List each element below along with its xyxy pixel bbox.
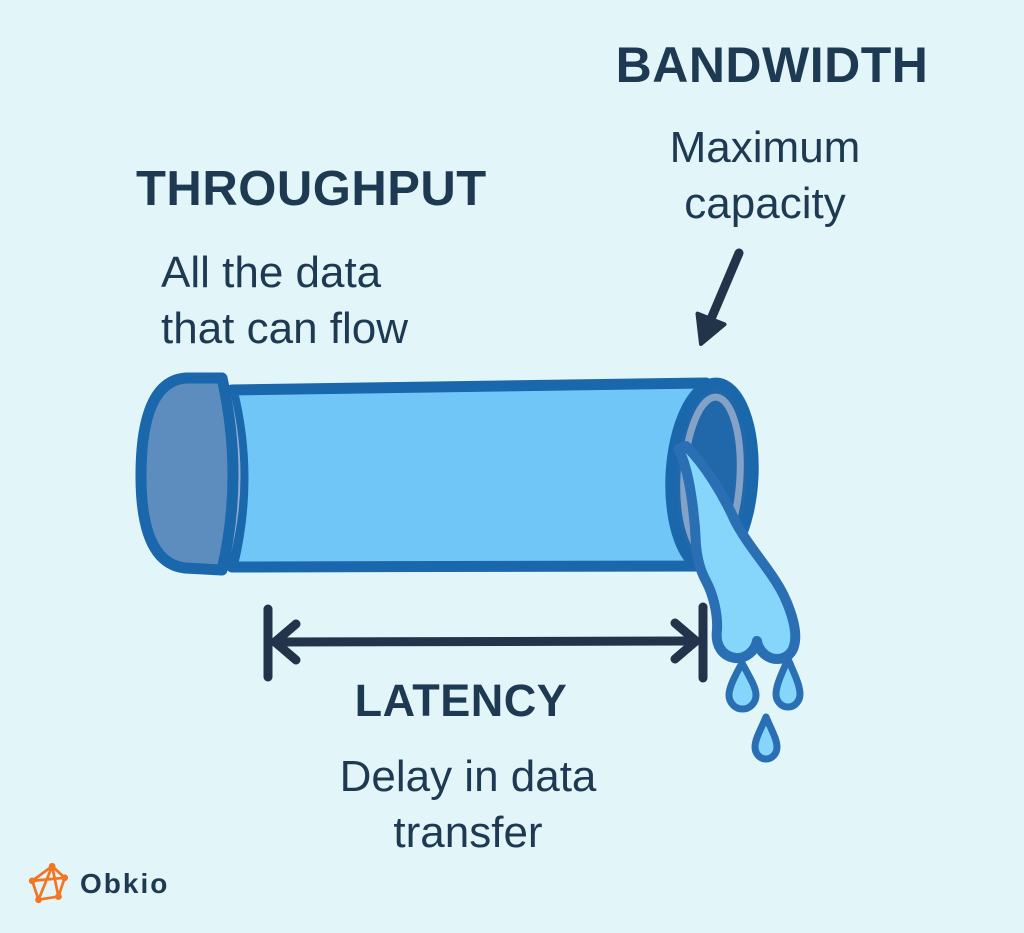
pipe-end-cap	[135, 372, 239, 576]
pipe	[135, 372, 759, 576]
water-drop-1	[725, 659, 760, 713]
network-graph-edges	[30, 864, 67, 902]
throughput-subtitle-line2: that can flow	[161, 304, 409, 353]
latency-title: LATENCY	[354, 675, 568, 726]
bandwidth-title: BANDWIDTH	[615, 37, 929, 93]
latency-right-arrowhead	[670, 618, 701, 664]
water	[673, 441, 804, 763]
latency-subtitle-line2: transfer	[393, 808, 543, 857]
bandwidth-arrow-head	[695, 311, 727, 346]
bandwidth-arrow-shaft	[706, 248, 744, 324]
network-graph-node	[28, 877, 36, 885]
network-graph-node	[48, 862, 56, 870]
network-graph-icon	[28, 862, 69, 904]
latency-shaft	[270, 636, 701, 647]
obkio-logo-text: Obkio	[80, 868, 170, 899]
latency-left-arrowhead	[270, 619, 301, 665]
network-graph-node	[61, 874, 69, 882]
bandwidth-arrow	[695, 248, 744, 346]
throughput-title: THROUGHPUT	[136, 162, 487, 216]
water-stream	[673, 441, 801, 664]
bandwidth-subtitle-line2: capacity	[684, 179, 846, 228]
latency-subtitle-line1: Delay in data	[339, 752, 597, 801]
bandwidth-subtitle-line1: Maximum	[669, 123, 861, 172]
latency-measure-arrow	[263, 602, 708, 683]
throughput-subtitle: All the data that can flow	[161, 245, 408, 357]
obkio-logo: Obkio	[28, 862, 169, 906]
throughput-subtitle-line1: All the data	[161, 248, 382, 297]
pipe-barrel	[226, 377, 714, 573]
water-drop-3	[751, 713, 781, 763]
bandwidth-subtitle: Maximum capacity	[620, 120, 910, 232]
network-graph-node	[55, 893, 62, 900]
latency-subtitle: Delay in data transfer	[318, 749, 618, 861]
water-drop-2	[772, 655, 804, 711]
network-graph-node	[35, 896, 42, 904]
